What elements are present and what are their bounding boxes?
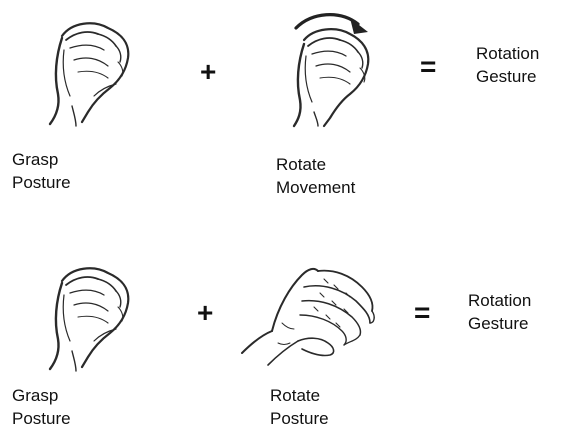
plus-operator: + [200,58,216,86]
fist-grasp-icon [42,10,134,128]
left-caption: Grasp Posture [12,384,71,430]
equation-row-2: + [0,215,564,434]
result-label: Rotation Gesture [468,289,531,335]
equation-row-1: + = Rotation Ges [0,0,564,215]
equals-operator: = [414,299,430,327]
plus-operator: + [197,299,213,327]
right-caption: Rotate Movement [276,153,355,199]
fist-grasp-icon [42,255,134,373]
fist-with-rotation-arrow-icon [278,8,378,128]
right-caption: Rotate Posture [270,384,329,430]
equals-operator: = [420,53,436,81]
left-caption: Grasp Posture [12,148,71,194]
rotating-hand-icon [238,257,384,367]
rotation-arrow-icon [296,15,368,34]
result-label: Rotation Gesture [476,42,539,88]
